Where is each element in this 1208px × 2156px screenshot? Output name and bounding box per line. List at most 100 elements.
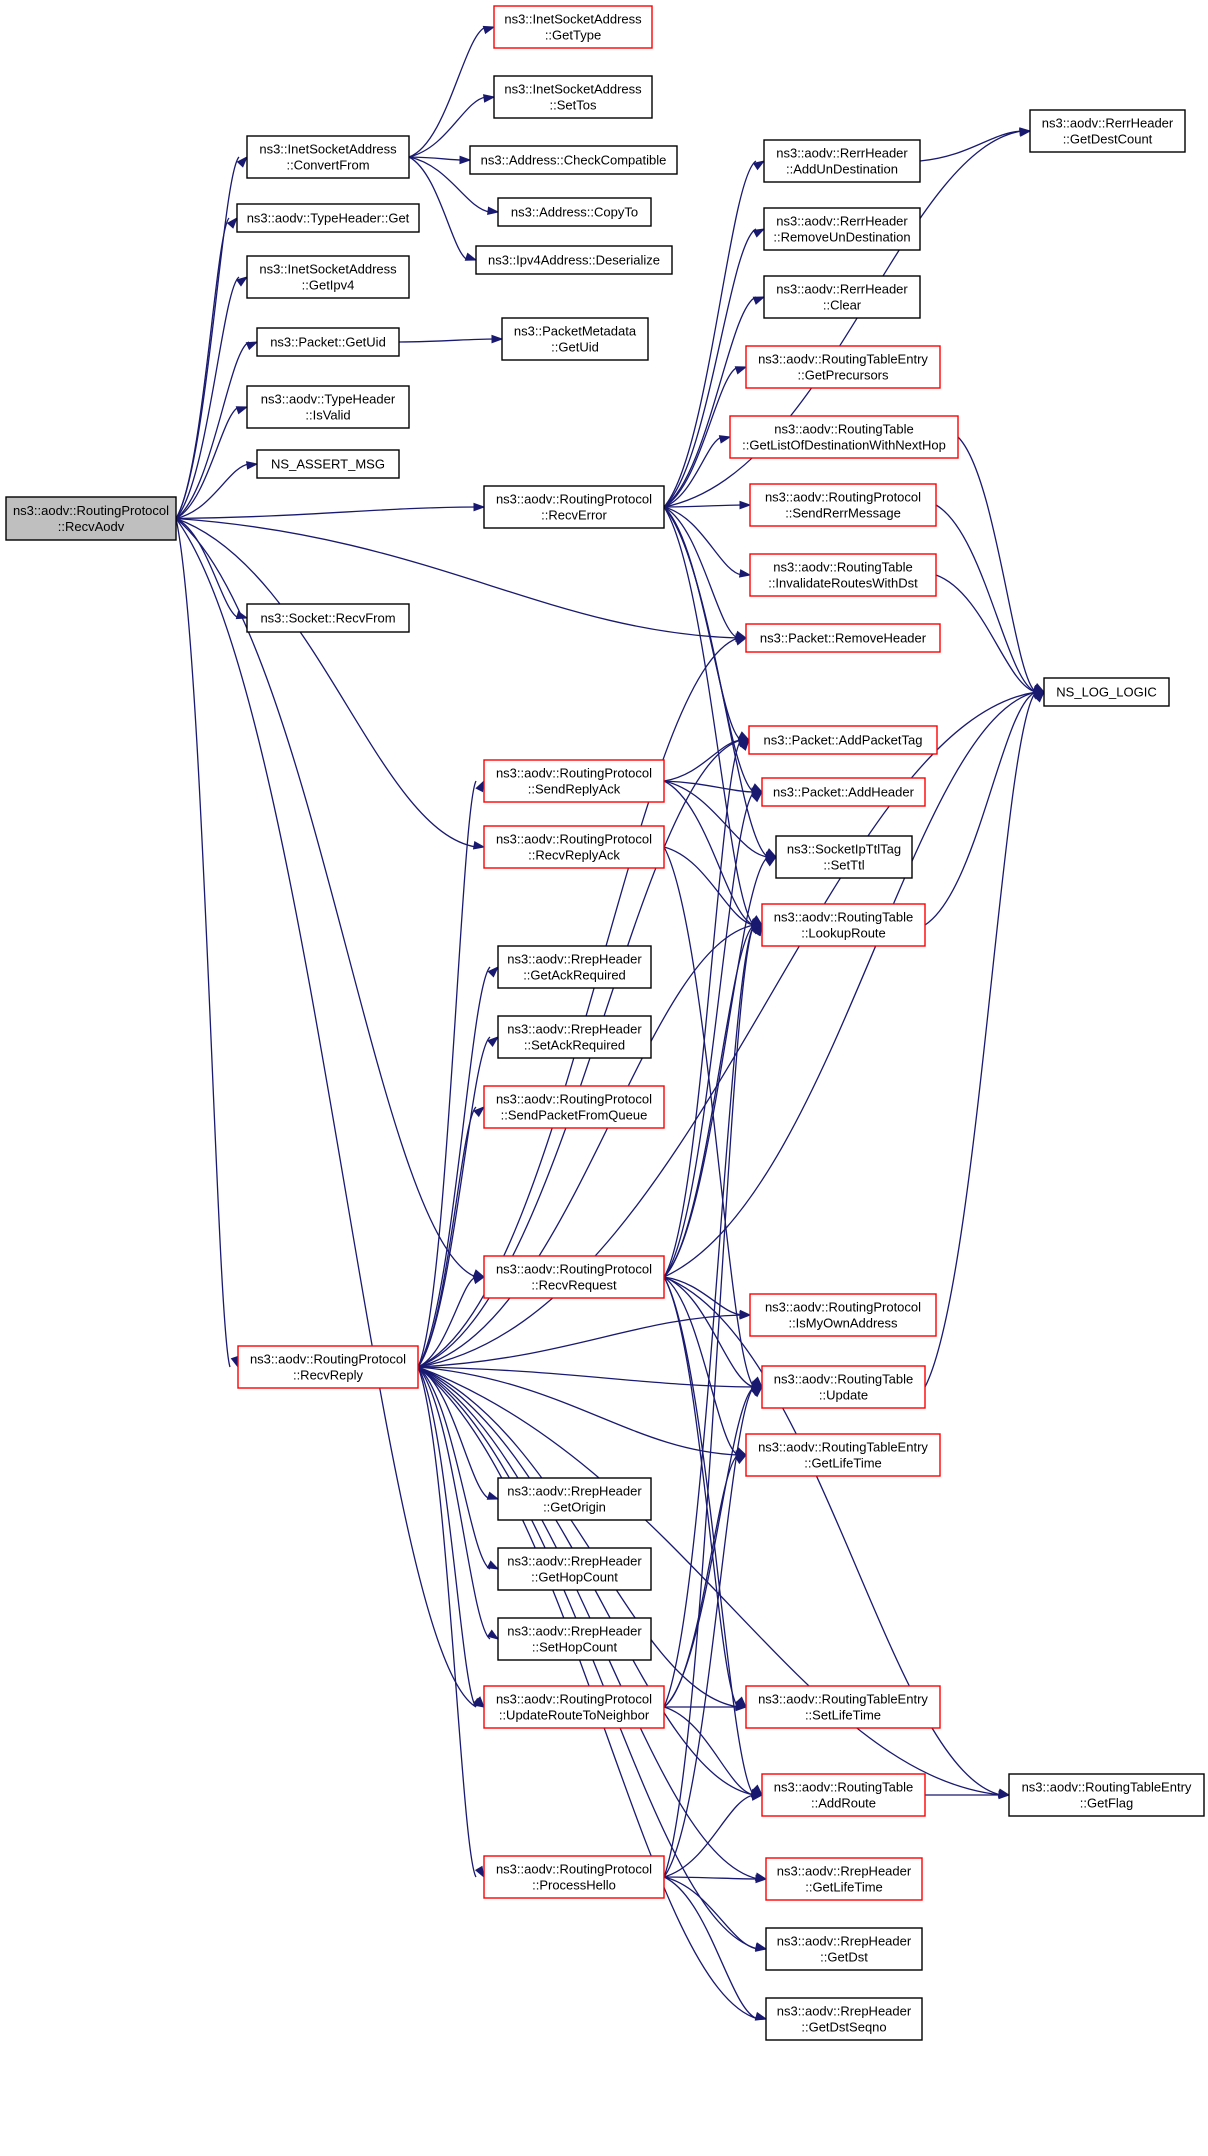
node-box[interactable] xyxy=(765,1857,923,1901)
node-box[interactable] xyxy=(483,1855,665,1899)
node-box[interactable] xyxy=(745,1685,941,1729)
node-getflag[interactable]: ns3::aodv::RoutingTableEntry::GetFlag xyxy=(1008,1773,1205,1817)
node-box[interactable] xyxy=(469,145,678,175)
node-recvrequest[interactable]: ns3::aodv::RoutingProtocol::RecvRequest xyxy=(483,1255,665,1299)
node-packetgetuid[interactable]: ns3::Packet::GetUid xyxy=(256,327,400,357)
node-recvreplyack[interactable]: ns3::aodv::RoutingProtocol::RecvReplyAck xyxy=(483,825,665,869)
node-box[interactable] xyxy=(493,5,653,49)
node-addpackettag[interactable]: ns3::Packet::AddPacketTag xyxy=(748,725,938,755)
node-box[interactable] xyxy=(763,139,921,183)
node-box[interactable] xyxy=(761,1773,926,1817)
node-box[interactable] xyxy=(1043,677,1170,707)
node-box[interactable] xyxy=(749,553,937,597)
node-recverror[interactable]: ns3::aodv::RoutingProtocol::RecvError xyxy=(483,485,665,529)
node-gethopcount[interactable]: ns3::aodv::RrepHeader::GetHopCount xyxy=(497,1547,652,1591)
node-processhello[interactable]: ns3::aodv::RoutingProtocol::ProcessHello xyxy=(483,1855,665,1899)
node-getipv4[interactable]: ns3::InetSocketAddress::GetIpv4 xyxy=(246,255,410,299)
node-getdstseqno[interactable]: ns3::aodv::RrepHeader::GetDstSeqno xyxy=(765,1997,923,2041)
node-box[interactable] xyxy=(1008,1773,1205,1817)
node-box[interactable] xyxy=(483,825,665,869)
node-box[interactable] xyxy=(765,1997,923,2041)
node-socketrecvfrom[interactable]: ns3::Socket::RecvFrom xyxy=(246,603,410,633)
node-box[interactable] xyxy=(745,345,941,389)
node-box[interactable] xyxy=(497,1617,652,1661)
node-box[interactable] xyxy=(256,449,400,479)
node-lookuproute[interactable]: ns3::aodv::RoutingTable::LookupRoute xyxy=(761,903,926,947)
node-box[interactable] xyxy=(246,603,410,633)
node-box[interactable] xyxy=(483,759,665,803)
node-setackreq[interactable]: ns3::aodv::RrepHeader::SetAckRequired xyxy=(497,1015,652,1059)
node-box[interactable] xyxy=(745,623,941,653)
node-box[interactable] xyxy=(483,485,665,529)
node-box[interactable] xyxy=(1029,109,1186,153)
node-gettype[interactable]: ns3::InetSocketAddress::GetType xyxy=(493,5,653,49)
node-rtupdate[interactable]: ns3::aodv::RoutingTable::Update xyxy=(761,1365,926,1409)
node-deserialize[interactable]: ns3::Ipv4Address::Deserialize xyxy=(475,245,673,275)
node-getackreq[interactable]: ns3::aodv::RrepHeader::GetAckRequired xyxy=(497,945,652,989)
node-copyto[interactable]: ns3::Address::CopyTo xyxy=(497,197,652,227)
node-getdst[interactable]: ns3::aodv::RrepHeader::GetDst xyxy=(765,1927,923,1971)
node-getorigin[interactable]: ns3::aodv::RrepHeader::GetOrigin xyxy=(497,1477,652,1521)
node-box[interactable] xyxy=(729,415,959,459)
node-box[interactable] xyxy=(745,1433,941,1477)
node-updateneighbor[interactable]: ns3::aodv::RoutingProtocol::UpdateRouteT… xyxy=(483,1685,665,1729)
node-box[interactable] xyxy=(497,945,652,989)
node-box[interactable] xyxy=(497,197,652,227)
node-box[interactable] xyxy=(246,255,410,299)
node-addundest[interactable]: ns3::aodv::RerrHeader::AddUnDestination xyxy=(763,139,921,183)
node-box[interactable] xyxy=(775,835,913,879)
node-box[interactable] xyxy=(246,135,410,179)
node-box[interactable] xyxy=(497,1015,652,1059)
node-box[interactable] xyxy=(749,1293,937,1337)
node-settos[interactable]: ns3::InetSocketAddress::SetTos xyxy=(493,75,653,119)
node-box[interactable] xyxy=(483,1685,665,1729)
node-nslog[interactable]: NS_LOG_LOGIC xyxy=(1043,677,1170,707)
node-getprecursors[interactable]: ns3::aodv::RoutingTableEntry::GetPrecurs… xyxy=(745,345,941,389)
node-box[interactable] xyxy=(765,1927,923,1971)
node-box[interactable] xyxy=(763,207,921,251)
node-setttl[interactable]: ns3::SocketIpTtlTag::SetTtl xyxy=(775,835,913,879)
node-box[interactable] xyxy=(761,903,926,947)
node-getdestcount[interactable]: ns3::aodv::RerrHeader::GetDestCount xyxy=(1029,109,1186,153)
node-sethopcount[interactable]: ns3::aodv::RrepHeader::SetHopCount xyxy=(497,1617,652,1661)
node-sendreplyack[interactable]: ns3::aodv::RoutingProtocol::SendReplyAck xyxy=(483,759,665,803)
node-box[interactable] xyxy=(246,385,410,429)
node-box[interactable] xyxy=(497,1477,652,1521)
node-box[interactable] xyxy=(237,1345,419,1389)
node-removeundest[interactable]: ns3::aodv::RerrHeader::RemoveUnDestinati… xyxy=(763,207,921,251)
node-sendpktqueue[interactable]: ns3::aodv::RoutingProtocol::SendPacketFr… xyxy=(483,1085,665,1129)
node-nsassert[interactable]: NS_ASSERT_MSG xyxy=(256,449,400,479)
node-checkcompat[interactable]: ns3::Address::CheckCompatible xyxy=(469,145,678,175)
node-recvreply[interactable]: ns3::aodv::RoutingProtocol::RecvReply xyxy=(237,1345,419,1389)
node-sendrerr[interactable]: ns3::aodv::RoutingProtocol::SendRerrMess… xyxy=(749,483,937,527)
node-box[interactable] xyxy=(236,203,420,233)
node-box[interactable] xyxy=(483,1255,665,1299)
node-box[interactable] xyxy=(763,275,921,319)
node-removeheader[interactable]: ns3::Packet::RemoveHeader xyxy=(745,623,941,653)
node-addheader[interactable]: ns3::Packet::AddHeader xyxy=(761,777,926,807)
node-isvalid[interactable]: ns3::aodv::TypeHeader::IsValid xyxy=(246,385,410,429)
node-addroute[interactable]: ns3::aodv::RoutingTable::AddRoute xyxy=(761,1773,926,1817)
node-box[interactable] xyxy=(761,777,926,807)
node-recvaodv[interactable]: ns3::aodv::RoutingProtocol::RecvAodv xyxy=(5,496,177,541)
node-box[interactable] xyxy=(256,327,400,357)
node-box[interactable] xyxy=(497,1547,652,1591)
node-convertfrom[interactable]: ns3::InetSocketAddress::ConvertFrom xyxy=(246,135,410,179)
node-getlifetime[interactable]: ns3::aodv::RoutingTableEntry::GetLifeTim… xyxy=(745,1433,941,1477)
node-box[interactable] xyxy=(761,1365,926,1409)
node-box[interactable] xyxy=(475,245,673,275)
node-box[interactable] xyxy=(5,496,177,541)
node-setlifetime[interactable]: ns3::aodv::RoutingTableEntry::SetLifeTim… xyxy=(745,1685,941,1729)
node-typeheaderget[interactable]: ns3::aodv::TypeHeader::Get xyxy=(236,203,420,233)
node-box[interactable] xyxy=(749,483,937,527)
node-invalidate[interactable]: ns3::aodv::RoutingTable::InvalidateRoute… xyxy=(749,553,937,597)
node-metagetuid[interactable]: ns3::PacketMetadata::GetUid xyxy=(501,317,649,361)
node-box[interactable] xyxy=(493,75,653,119)
node-rrepgetlifetime[interactable]: ns3::aodv::RrepHeader::GetLifeTime xyxy=(765,1857,923,1901)
node-box[interactable] xyxy=(748,725,938,755)
node-rerrclear[interactable]: ns3::aodv::RerrHeader::Clear xyxy=(763,275,921,319)
node-ismyown[interactable]: ns3::aodv::RoutingProtocol::IsMyOwnAddre… xyxy=(749,1293,937,1337)
node-box[interactable] xyxy=(483,1085,665,1129)
node-getlistdest[interactable]: ns3::aodv::RoutingTable::GetListOfDestin… xyxy=(729,415,959,459)
node-box[interactable] xyxy=(501,317,649,361)
